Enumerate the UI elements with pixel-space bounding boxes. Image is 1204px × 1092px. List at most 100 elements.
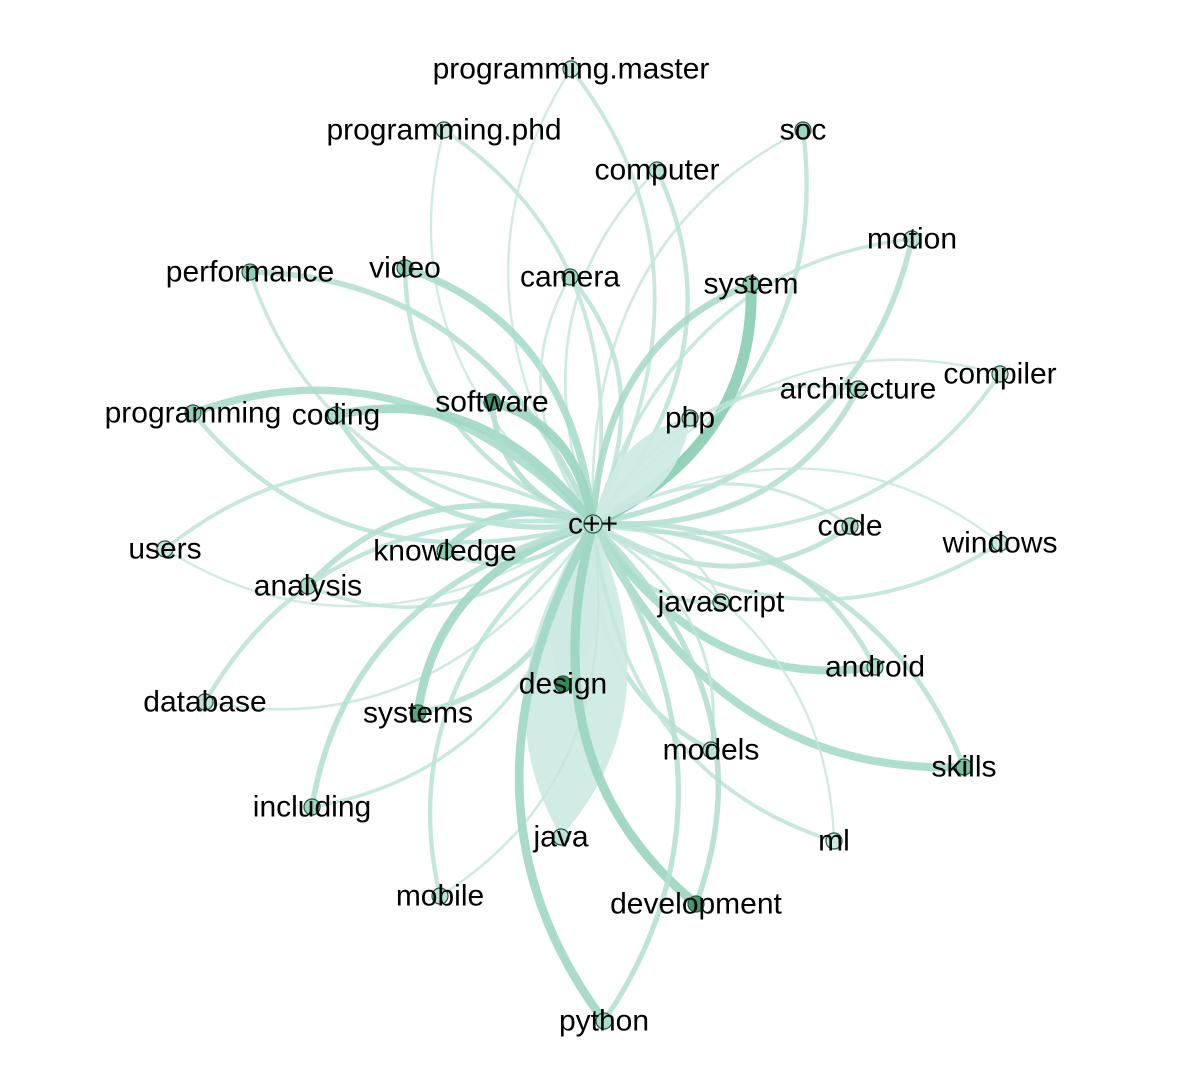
node-label-python: python [559,1005,649,1038]
edge-windows-b [591,467,1002,545]
node-label-java: java [532,821,588,854]
node-label-systems: systems [363,697,473,730]
node-label-computer: computer [594,154,719,187]
node-label-programming: programming [105,397,282,430]
node-label-windows: windows [941,527,1057,560]
node-label-javascript: javascript [657,586,785,619]
node-label-software: software [435,386,548,419]
edge-ml-b [591,522,836,843]
edge-petal-php [593,418,690,524]
edge-motion-b [591,237,914,526]
edge-ml-a [591,522,836,843]
edges-layer [163,67,1002,1026]
node-label-architecture: architecture [780,373,937,406]
edge-android-b [590,520,878,670]
node-video[interactable] [396,259,414,277]
node-knowledge[interactable] [436,542,454,560]
node-analysis[interactable] [299,577,317,595]
edge-models-b [591,522,715,752]
node-label-camera: camera [520,261,620,294]
node-coding[interactable] [327,406,345,424]
node-label-analysis: analysis [254,570,362,603]
node-skills[interactable] [955,758,973,776]
node-models[interactable] [702,741,720,759]
node-label-android: android [825,651,925,684]
edge-database-a [202,518,596,705]
edge-mobile-a [427,521,596,899]
node-programming-phd[interactable] [435,121,453,139]
node-php[interactable] [681,409,699,427]
edge-database-b [203,522,595,711]
node-windows[interactable] [991,534,1009,552]
node-software[interactable] [483,393,501,411]
node-mobile[interactable] [431,887,449,905]
node-including[interactable] [303,798,321,816]
node-programming[interactable] [184,404,202,422]
edge-windows-a [591,522,1002,602]
node-label-users: users [128,533,201,566]
node-camera[interactable] [561,268,579,286]
edge-camera-b [539,275,595,526]
edge-mobile-b [438,522,600,898]
edge-development-a [570,519,701,909]
edge-soc-b [591,128,805,526]
node-label-programming-phd: programming.phd [326,114,561,147]
node-compiler[interactable] [991,365,1009,383]
node-database[interactable] [196,693,214,711]
node-java[interactable] [552,828,570,846]
node-ml[interactable] [825,832,843,850]
node-label-skills: skills [932,751,997,784]
node-systems[interactable] [409,704,427,722]
edge-android-a [589,520,879,675]
node-python[interactable] [595,1012,613,1030]
edge-programming-b [190,410,596,545]
node-label-coding: coding [292,399,380,432]
edge-coding-a [331,404,598,529]
node-cplusplus[interactable] [583,514,603,534]
edge-programming-a [189,386,597,528]
node-label-video: video [369,252,441,285]
edge-python-b [590,521,681,1024]
node-motion[interactable] [903,230,921,248]
node-label-models: models [663,734,760,767]
node-label-compiler: compiler [943,358,1056,391]
node-label-knowledge: knowledge [373,535,516,568]
node-computer[interactable] [648,161,666,179]
node-architecture[interactable] [849,380,867,398]
edge-video-a [401,264,597,528]
node-code[interactable] [841,517,859,535]
edge-code-a [590,521,853,569]
node-javascript[interactable] [712,593,730,611]
node-label-including: including [253,791,371,824]
node-design[interactable] [554,675,572,693]
node-label-mobile: mobile [396,880,484,913]
edge-analysis-a [305,502,596,589]
edge-system-b [589,280,755,528]
node-soc[interactable] [794,121,812,139]
edge-including-a [309,521,596,810]
edge-performance-a [247,269,596,527]
node-label-cplusplus: c++ [568,508,618,541]
node-label-soc: soc [780,114,827,147]
edge-python-a [514,519,609,1026]
node-programming-master[interactable] [562,60,580,78]
edge-development-b [590,521,721,907]
node-label-php: php [665,402,715,435]
edge-users-a [163,466,595,551]
node-label-motion: motion [867,223,957,256]
edge-skills-b [590,521,967,770]
node-label-development: development [610,888,782,921]
node-development[interactable] [687,895,705,913]
edge-programming-master-a [569,67,657,526]
edge-motion-a [590,236,915,527]
node-system[interactable] [742,275,760,293]
node-performance[interactable] [241,263,259,281]
node-users[interactable] [156,540,174,558]
nodes-layer [156,60,1009,1030]
node-android[interactable] [866,658,884,676]
node-label-database: database [143,686,266,719]
node-label-design: design [519,668,607,701]
node-label-performance: performance [166,256,334,289]
